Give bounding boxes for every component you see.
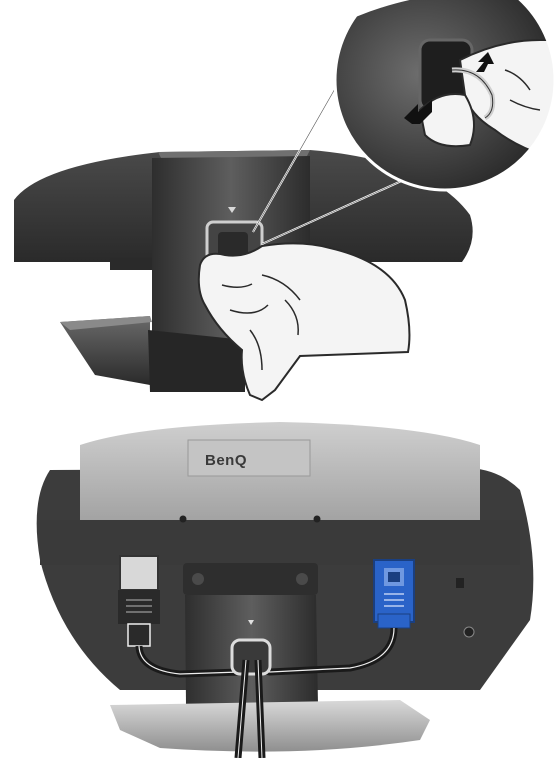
power-connector	[464, 627, 474, 637]
brand-logo: BenQ	[205, 452, 247, 469]
stand-base	[110, 700, 430, 752]
top-panel	[14, 0, 556, 400]
screw-hole	[314, 516, 321, 523]
vga-connector	[374, 560, 414, 628]
security-lock-slot	[456, 578, 464, 588]
bottom-panel: BenQ	[37, 422, 534, 758]
screw-hole	[180, 516, 187, 523]
rear-panel-lower	[40, 520, 520, 565]
cable-clip	[232, 640, 270, 674]
